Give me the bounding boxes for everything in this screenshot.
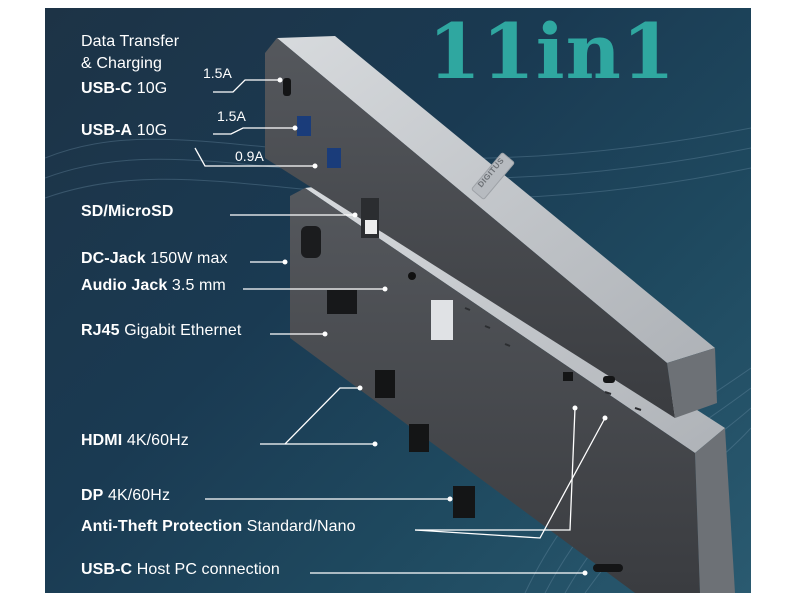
label-rj45-name: RJ45 bbox=[81, 322, 120, 339]
usba-port-1 bbox=[297, 116, 311, 136]
label-usba-name: USB-A bbox=[81, 122, 133, 139]
audio-jack-port bbox=[408, 272, 416, 280]
label-hdmi-spec: 4K/60Hz bbox=[126, 432, 189, 449]
label-usba-current-1: 1.5A bbox=[217, 108, 246, 124]
label-usba-spec: 10G bbox=[136, 122, 168, 139]
label-dp-name: DP bbox=[81, 487, 104, 504]
label-data-transfer-2: & Charging bbox=[81, 55, 163, 72]
label-antitheft: Anti-Theft Protection Standard/Nano bbox=[81, 518, 356, 536]
label-dc-name: DC-Jack bbox=[81, 250, 146, 267]
label-sd: SD/MicroSD bbox=[81, 203, 174, 221]
kensington-standard-slot bbox=[563, 372, 573, 381]
label-usbc-spec: 10G bbox=[136, 80, 168, 97]
label-audio-name: Audio Jack bbox=[81, 277, 168, 294]
hdmi-port-1 bbox=[375, 370, 395, 398]
rj45-port bbox=[327, 290, 357, 314]
label-audio-spec: 3.5 mm bbox=[171, 277, 226, 294]
usbc-host-port bbox=[593, 564, 623, 572]
power-button bbox=[431, 300, 453, 340]
label-dp: DP 4K/60Hz bbox=[81, 487, 170, 505]
label-usba: USB-A 10G bbox=[81, 122, 167, 140]
lower-dock bbox=[290, 183, 735, 593]
hdmi-port-2 bbox=[409, 424, 429, 452]
label-usbc-name: USB-C bbox=[81, 80, 133, 97]
upper-dock bbox=[265, 36, 717, 418]
headline-11in1: 11in1 bbox=[428, 8, 676, 96]
label-rj45: RJ45 Gigabit Ethernet bbox=[81, 322, 241, 340]
label-antitheft-spec: Standard/Nano bbox=[246, 518, 356, 535]
label-dc-spec: 150W max bbox=[150, 250, 228, 267]
label-usbc-data: USB-C 10G bbox=[81, 80, 167, 98]
label-host-spec: Host PC connection bbox=[136, 561, 280, 578]
label-hdmi-name: HDMI bbox=[81, 432, 123, 449]
dp-port bbox=[453, 486, 475, 518]
product-photo: 11in1 Data Transfer & Charging USB-C 10G… bbox=[45, 8, 751, 593]
label-antitheft-name: Anti-Theft Protection bbox=[81, 518, 243, 535]
docking-station-illustration bbox=[45, 36, 751, 593]
label-dp-spec: 4K/60Hz bbox=[107, 487, 171, 504]
callout-lines bbox=[194, 79, 606, 574]
kensington-nano-slot bbox=[603, 376, 615, 383]
usba-port-2 bbox=[327, 148, 341, 168]
label-data-transfer-1: Data Transfer bbox=[81, 33, 180, 50]
label-rj45-spec: Gigabit Ethernet bbox=[124, 322, 242, 339]
label-hdmi: HDMI 4K/60Hz bbox=[81, 432, 189, 450]
label-host-name: USB-C bbox=[81, 561, 133, 578]
dc-jack-port bbox=[301, 226, 321, 258]
label-usbc-current: 1.5A bbox=[203, 65, 232, 81]
callout-dots bbox=[277, 77, 608, 576]
label-dc-jack: DC-Jack 150W max bbox=[81, 250, 228, 268]
label-usbc-host: USB-C Host PC connection bbox=[81, 561, 280, 579]
label-sd-name: SD/MicroSD bbox=[81, 203, 174, 220]
label-usba-current-2: 0.9A bbox=[235, 148, 264, 164]
usbc-port-front bbox=[283, 78, 291, 96]
label-audio: Audio Jack 3.5 mm bbox=[81, 277, 226, 295]
